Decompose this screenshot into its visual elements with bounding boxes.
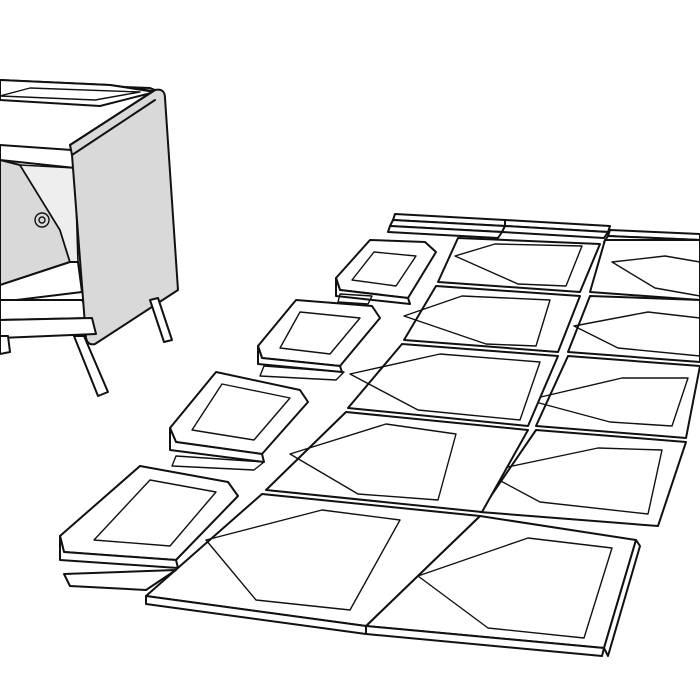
panel-r3-inlay [527, 377, 689, 427]
cabinet-top [0, 79, 156, 107]
panel-l4-face [265, 411, 529, 513]
side-frame-1-inner [351, 251, 417, 287]
panel-r2-inlay [573, 311, 700, 357]
cabinet-door-top-edge [69, 89, 156, 146]
panel-l2-face [403, 285, 581, 353]
side-frame-2-outer [257, 299, 381, 367]
panel-l2-inlay [403, 295, 551, 347]
cabinet-knob-center [38, 216, 46, 224]
panel-l1 [437, 237, 601, 293]
side-frame-3-edge [169, 427, 265, 463]
cabinet-knob [34, 212, 50, 228]
cabinet-door [69, 88, 179, 346]
panel-l5 [145, 493, 481, 627]
panel-l2 [403, 285, 581, 353]
side-frame-4-edge [59, 535, 179, 569]
panel-r3 [527, 355, 700, 439]
panel-l3-face [347, 343, 559, 427]
cabinet-top-opening [0, 87, 141, 101]
panel-grid [145, 237, 700, 657]
side-frame-4-base-strip [63, 569, 177, 591]
panel-r2 [567, 295, 700, 363]
panel-l4 [265, 411, 529, 513]
side-frame-4 [59, 465, 239, 591]
panel-r5-side [603, 539, 641, 657]
slat-3 [607, 229, 700, 241]
side-frame-2-inner [279, 311, 361, 355]
panel-r4-face [479, 429, 687, 527]
cabinet-leg-back [149, 297, 173, 343]
panel-l1-face [437, 237, 601, 293]
cabinet-bottom-shelf [0, 261, 83, 303]
panel-l5-inlay [205, 509, 401, 611]
side-frame-3 [169, 371, 309, 463]
panel-r5-inlay [417, 537, 613, 639]
panel-l3 [347, 343, 559, 427]
frame-tab-3 [171, 455, 265, 471]
side-frame-2-edge [257, 345, 343, 373]
side-frame-1 [335, 239, 437, 305]
panel-l4-inlay [289, 423, 457, 501]
panel-l3-inlay [349, 353, 541, 421]
side-frame-3-inner [191, 383, 291, 441]
side-frame-3-outer [169, 371, 309, 455]
panel-r2-face [567, 295, 700, 363]
panel-l1-inlay [454, 243, 583, 287]
cabinet [0, 79, 179, 397]
cabinet-door-edge-inner [71, 99, 156, 156]
panel-r4 [479, 429, 687, 527]
panel-r1-face [589, 239, 700, 301]
panel-r4-inlay [483, 447, 663, 515]
cabinet-leg-left [0, 335, 11, 355]
side-frame-1-edge [335, 277, 411, 305]
frame-tab-2 [259, 365, 345, 381]
slat-2-face [501, 225, 609, 239]
cabinet-plinth [0, 317, 97, 339]
side-frame-2 [257, 299, 381, 373]
panel-r5-edge [365, 625, 605, 657]
panel-r1 [589, 239, 700, 301]
panel-r1-inlay [611, 255, 700, 297]
cabinet-leg-front [73, 335, 109, 397]
side-frame-1-outer [335, 239, 437, 299]
panel-r3-face [535, 355, 700, 439]
frame-tab-1 [337, 293, 373, 305]
slat-1-base [387, 225, 503, 239]
side-frames [59, 239, 437, 591]
cabinet-base-rail [0, 299, 93, 321]
side-frame-4-inner [93, 479, 217, 547]
